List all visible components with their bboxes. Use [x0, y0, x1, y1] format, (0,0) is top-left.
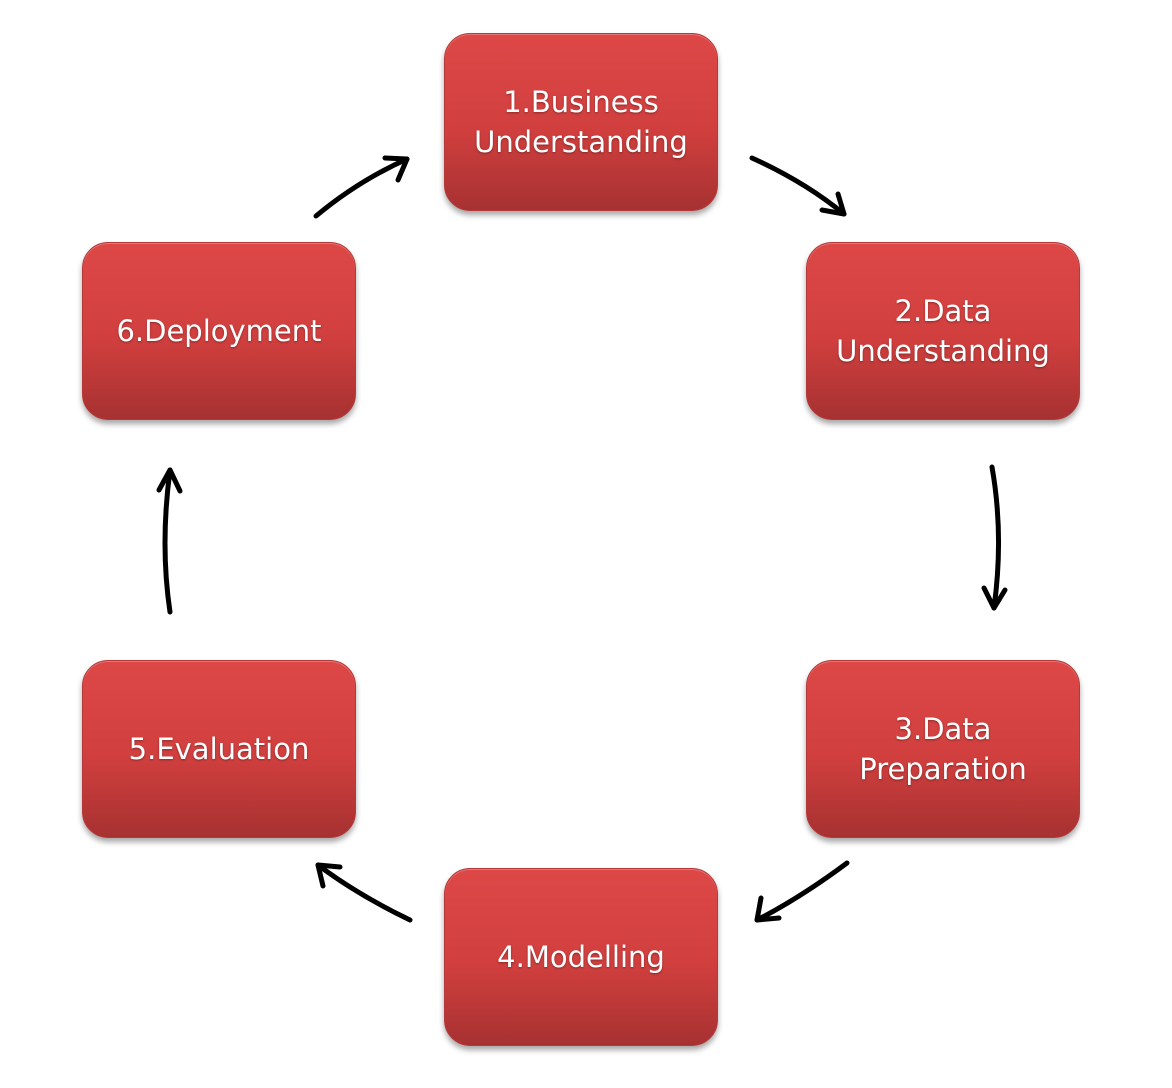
arrow-data-understanding-to-preparation [981, 464, 1008, 611]
node-data-understanding: 2.Data Understanding [806, 242, 1080, 420]
node-label: 3.Data Preparation [859, 712, 1027, 786]
arrow-evaluation-to-deployment [156, 467, 183, 615]
node-modelling: 4.Modelling [444, 868, 718, 1046]
node-business-understanding: 1.Business Understanding [444, 33, 718, 211]
arrow-preparation-to-modelling [754, 860, 850, 923]
node-label: 4.Modelling [497, 940, 665, 974]
node-label: 2.Data Understanding [836, 294, 1050, 368]
node-deployment: 6.Deployment [82, 242, 356, 420]
node-evaluation: 5.Evaluation [82, 660, 356, 838]
node-label: 6.Deployment [116, 314, 322, 348]
arrow-deployment-to-business [313, 155, 410, 219]
arrow-business-to-data-understanding [749, 155, 847, 217]
node-data-preparation: 3.Data Preparation [806, 660, 1080, 838]
node-label: 1.Business Understanding [474, 85, 688, 159]
node-label: 5.Evaluation [128, 732, 310, 766]
arrow-modelling-to-evaluation [315, 862, 413, 923]
